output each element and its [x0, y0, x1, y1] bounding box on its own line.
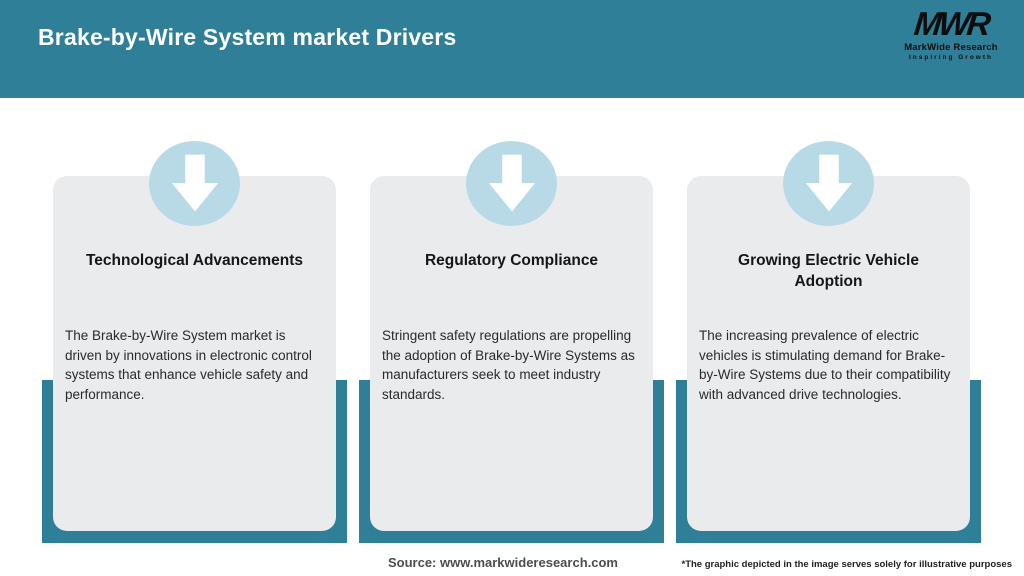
markwide-research-logo: MWR MarkWide Research Inspiring Growth: [892, 5, 1010, 61]
card-description: Stringent safety regulations are propell…: [382, 328, 635, 402]
logo-tagline: Inspiring Growth: [909, 54, 993, 61]
logo-company-name: MarkWide Research: [904, 42, 998, 53]
card-description: The increasing prevalence of electric ve…: [699, 328, 951, 402]
card-title: Growing Electric Vehicle Adoption: [738, 252, 919, 290]
driver-card: Growing Electric Vehicle Adoption The in…: [687, 176, 970, 531]
down-arrow-icon: [466, 141, 557, 226]
card-title: Regulatory Compliance: [424, 252, 599, 269]
down-arrow-icon: [149, 141, 240, 226]
card-description: The Brake-by-Wire System market is drive…: [65, 328, 312, 402]
driver-card: Technological Advancements The Brake-by-…: [53, 176, 336, 531]
card-title: Technological Advancements: [85, 252, 304, 269]
disclaimer-note: *The graphic depicted in the image serve…: [681, 559, 1013, 570]
driver-card: Regulatory Compliance Stringent safety r…: [370, 176, 653, 531]
driver-column-technological-advancements: Technological Advancements The Brake-by-…: [42, 0, 347, 576]
driver-column-growing-electric-vehicle-adoption: Growing Electric Vehicle Adoption The in…: [676, 0, 981, 576]
header-banner: Brake-by-Wire System market Drivers MWR …: [0, 0, 1024, 98]
driver-column-regulatory-compliance: Regulatory Compliance Stringent safety r…: [359, 0, 664, 576]
down-arrow-icon: [783, 141, 874, 226]
page-title: Brake-by-Wire System market Drivers: [38, 24, 457, 50]
source-attribution: Source: www.markwideresearch.com: [387, 555, 618, 570]
